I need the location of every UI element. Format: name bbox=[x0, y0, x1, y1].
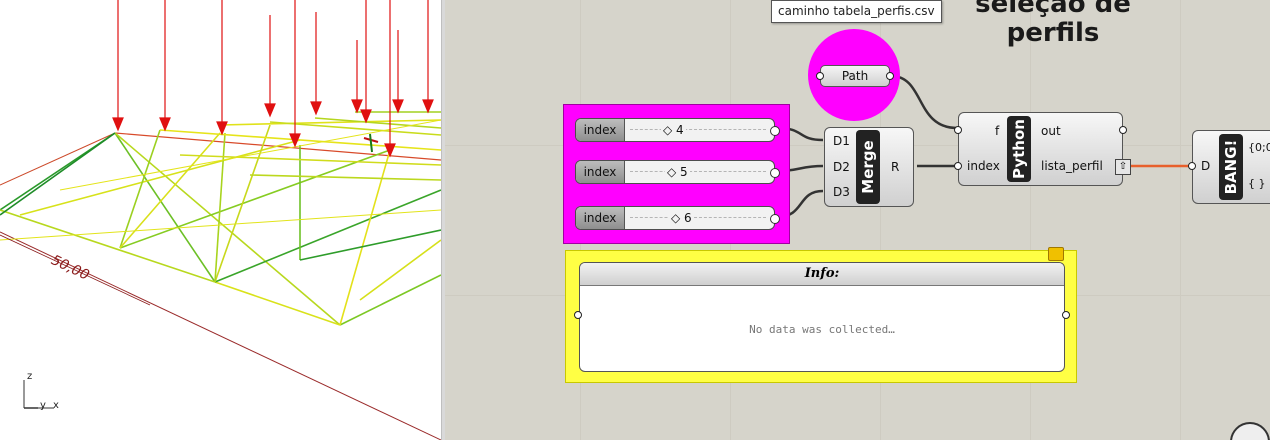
python-pin-out[interactable] bbox=[1119, 126, 1127, 134]
panel-output-pin[interactable] bbox=[1062, 311, 1070, 319]
axis-y-label: y bbox=[40, 400, 46, 411]
python-pin-f[interactable] bbox=[954, 126, 962, 134]
path-output-pin[interactable] bbox=[886, 72, 894, 80]
slider-label: index bbox=[576, 207, 625, 229]
python-title: Python bbox=[1010, 119, 1028, 179]
truss-geometry bbox=[0, 0, 441, 440]
info-note-group[interactable]: Info: No data was collected… bbox=[565, 247, 1077, 383]
path-component[interactable]: Path bbox=[820, 65, 890, 87]
bang-title: BANG! bbox=[1222, 139, 1240, 195]
info-panel-message: No data was collected… bbox=[749, 323, 895, 336]
python-name-bar: Python bbox=[1007, 116, 1031, 182]
slider-label: index bbox=[576, 161, 625, 183]
gumball-marker bbox=[363, 133, 379, 153]
panel-input-pin[interactable] bbox=[574, 311, 582, 319]
rhino-viewport[interactable]: 50,00 z y x bbox=[0, 0, 441, 440]
merge-input-d3[interactable]: D3 bbox=[833, 185, 850, 199]
merge-output-r[interactable]: R bbox=[891, 160, 900, 174]
index-sliders-group[interactable]: index ◇ 4 index ◇ 5 index ◇ 6 bbox=[563, 104, 790, 244]
python-input-f[interactable]: f bbox=[995, 124, 1000, 138]
bang-input-d[interactable]: D bbox=[1201, 159, 1211, 173]
axis-z-label: z bbox=[27, 371, 33, 382]
index-slider-2[interactable]: index ◇ 5 bbox=[575, 160, 780, 184]
python-component[interactable]: f index Python out lista_perfil ⇧ bbox=[958, 112, 1131, 186]
flatten-icon[interactable]: ⇧ bbox=[1115, 159, 1131, 175]
bang-output-top: {0;0 bbox=[1248, 141, 1270, 154]
info-panel-title: Info: bbox=[580, 263, 1064, 286]
view-splitter[interactable] bbox=[441, 0, 445, 440]
merge-input-d1[interactable]: D1 bbox=[833, 134, 850, 148]
bang-component[interactable]: D BANG! {0;0 { } bbox=[1192, 130, 1270, 204]
bang-output-bottom: { } bbox=[1248, 177, 1266, 190]
python-input-index[interactable]: index bbox=[967, 159, 1000, 173]
path-input-pin[interactable] bbox=[816, 72, 824, 80]
axis-x-label: x bbox=[53, 400, 59, 411]
python-output-out[interactable]: out bbox=[1041, 124, 1061, 138]
slider-output-pin[interactable] bbox=[770, 126, 780, 136]
index-slider-3[interactable]: index ◇ 6 bbox=[575, 206, 780, 230]
path-label: Path bbox=[841, 69, 869, 83]
bang-name-bar: BANG! bbox=[1219, 134, 1243, 200]
merge-component[interactable]: D1 D2 D3 Merge R bbox=[824, 127, 914, 207]
grasshopper-canvas[interactable]: seleção de perfils caminho tabela_perfis… bbox=[445, 0, 1270, 440]
slider-value: ◇ 6 bbox=[669, 207, 694, 229]
group-title: seleção de perfils bbox=[975, 0, 1131, 48]
python-output-lista-perfil[interactable]: lista_perfil bbox=[1041, 159, 1103, 173]
merge-name-bar: Merge bbox=[856, 130, 880, 204]
path-tooltip: caminho tabela_perfis.csv bbox=[771, 0, 942, 23]
axis-widget: z y x bbox=[20, 368, 70, 418]
slider-value: ◇ 4 bbox=[661, 119, 686, 141]
python-pin-index[interactable] bbox=[954, 162, 962, 170]
index-slider-1[interactable]: index ◇ 4 bbox=[575, 118, 780, 142]
merge-title: Merge bbox=[859, 140, 877, 194]
note-icon[interactable] bbox=[1048, 247, 1064, 261]
slider-label: index bbox=[576, 119, 625, 141]
slider-output-pin[interactable] bbox=[770, 214, 780, 224]
merge-input-d2[interactable]: D2 bbox=[833, 160, 850, 174]
slider-value: ◇ 5 bbox=[665, 161, 690, 183]
slider-output-pin[interactable] bbox=[770, 168, 780, 178]
info-panel[interactable]: Info: No data was collected… bbox=[579, 262, 1065, 372]
bang-pin-d[interactable] bbox=[1188, 162, 1196, 170]
